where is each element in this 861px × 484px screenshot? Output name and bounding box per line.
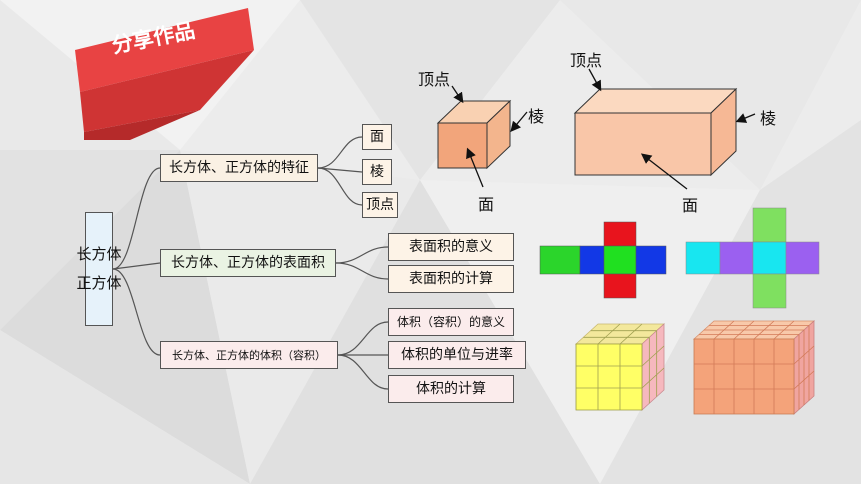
cube-net [539, 221, 667, 299]
net-face-top [603, 221, 637, 247]
cube-figure [436, 99, 512, 170]
leaf-volume-meaning: 体积（容积）的意义 [388, 308, 514, 336]
unit-cube-block [574, 323, 666, 411]
net-face-right [785, 241, 820, 275]
cuboid-vertex-label: 顶点 [570, 51, 603, 70]
share-ribbon [75, 8, 254, 140]
leaf-face: 面 [362, 124, 392, 150]
leaf-surface-meaning: 表面积的意义 [388, 233, 514, 261]
net-face-bottom [752, 273, 787, 309]
cube-edge-label: 棱 [528, 107, 545, 126]
root-line-2: 正方体 [76, 274, 122, 292]
net-face-left [539, 245, 581, 275]
net-face-center [603, 245, 637, 275]
leaf-vertex: 顶点 [362, 192, 398, 218]
leaf-surface-calc: 表面积的计算 [388, 265, 514, 293]
net-face-bottom [603, 273, 637, 299]
cuboid-net [685, 207, 820, 309]
block-grid [576, 323, 665, 410]
block-front [575, 343, 643, 411]
cuboid-face-label: 面 [682, 196, 699, 215]
root-line-1: 长方体 [76, 245, 122, 263]
branch-volume: 长方体、正方体的体积（容积） [160, 341, 338, 369]
cuboid-figure [573, 87, 738, 177]
block-grid [694, 320, 815, 414]
cube-face-label: 面 [478, 195, 495, 214]
leaf-volume-calc: 体积的计算 [388, 375, 514, 403]
block-front [693, 338, 795, 415]
cuboid-edge-label: 棱 [760, 109, 777, 128]
branch-features: 长方体、正方体的特征 [160, 154, 318, 182]
net-face-left [685, 241, 721, 275]
net-face-center [752, 241, 787, 275]
unit-cuboid-block [692, 320, 816, 415]
block-grid [576, 323, 665, 410]
net-face-right [635, 245, 667, 275]
mindmap-root: 长方体 正方体 [77, 212, 122, 326]
leaf-edge: 棱 [362, 159, 392, 185]
cube-vertex-label: 顶点 [418, 70, 451, 89]
net-face-top [752, 207, 787, 243]
leaf-volume-units: 体积的单位与进率 [388, 341, 526, 369]
branch-surface-area: 长方体、正方体的表面积 [160, 249, 336, 277]
